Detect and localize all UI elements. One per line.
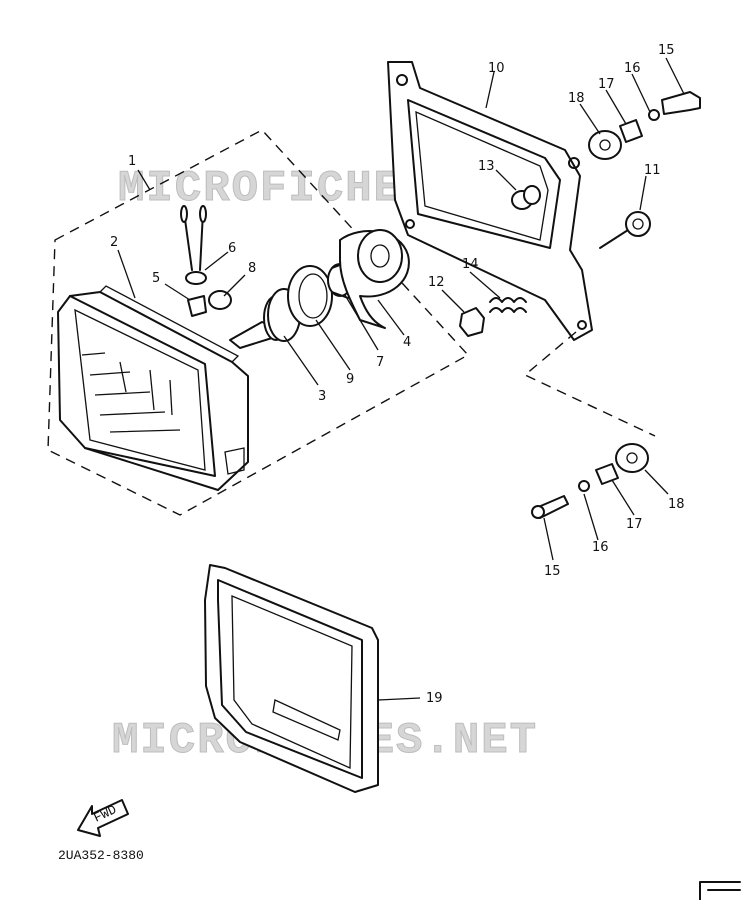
label-9: 9 [346, 372, 354, 387]
label-17-lower: 17 [626, 517, 643, 532]
bulb-holder [287, 265, 333, 327]
nut [459, 307, 485, 337]
label-3: 3 [318, 389, 326, 404]
label-16-lower: 16 [592, 540, 609, 555]
label-4: 4 [403, 335, 411, 350]
lower-hardware [531, 443, 649, 519]
label-12: 12 [428, 275, 445, 290]
grommet [511, 185, 541, 210]
label-8: 8 [248, 261, 256, 276]
label-6: 6 [228, 241, 236, 256]
label-19: 19 [426, 691, 443, 706]
label-11: 11 [644, 163, 661, 178]
leader-lower-hardware [523, 331, 656, 437]
label-5: 5 [152, 271, 160, 286]
assembly-boundary [47, 129, 470, 516]
mounting-cup [339, 229, 410, 329]
spring [489, 297, 527, 313]
corner-mark [699, 881, 741, 900]
label-15-lower: 15 [544, 564, 561, 579]
label-17-upper: 17 [598, 77, 615, 92]
adjusting-screw [599, 211, 651, 249]
headlight-unit [57, 285, 249, 491]
socket-parts [187, 290, 232, 317]
label-18-upper: 18 [568, 91, 585, 106]
headlight-bracket [387, 61, 593, 341]
bulb [229, 288, 301, 349]
label-1: 1 [128, 154, 136, 169]
headlight-cover [204, 564, 379, 793]
part-labels: 1 2 3 4 5 6 7 8 9 10 11 12 13 14 15 16 1… [110, 43, 685, 706]
label-16-upper: 16 [624, 61, 641, 76]
label-14: 14 [462, 257, 479, 272]
fwd-arrow: FWD [77, 799, 129, 837]
label-2: 2 [110, 235, 118, 250]
leader-lines [117, 57, 685, 701]
label-13: 13 [478, 159, 495, 174]
label-15-upper: 15 [658, 43, 675, 58]
diagram-code: 2UA352-8380 [58, 848, 144, 863]
lead-wire [180, 205, 207, 285]
label-10: 10 [488, 61, 505, 76]
upper-hardware [588, 91, 701, 160]
label-18-lower: 18 [668, 497, 685, 512]
label-7: 7 [376, 355, 384, 370]
